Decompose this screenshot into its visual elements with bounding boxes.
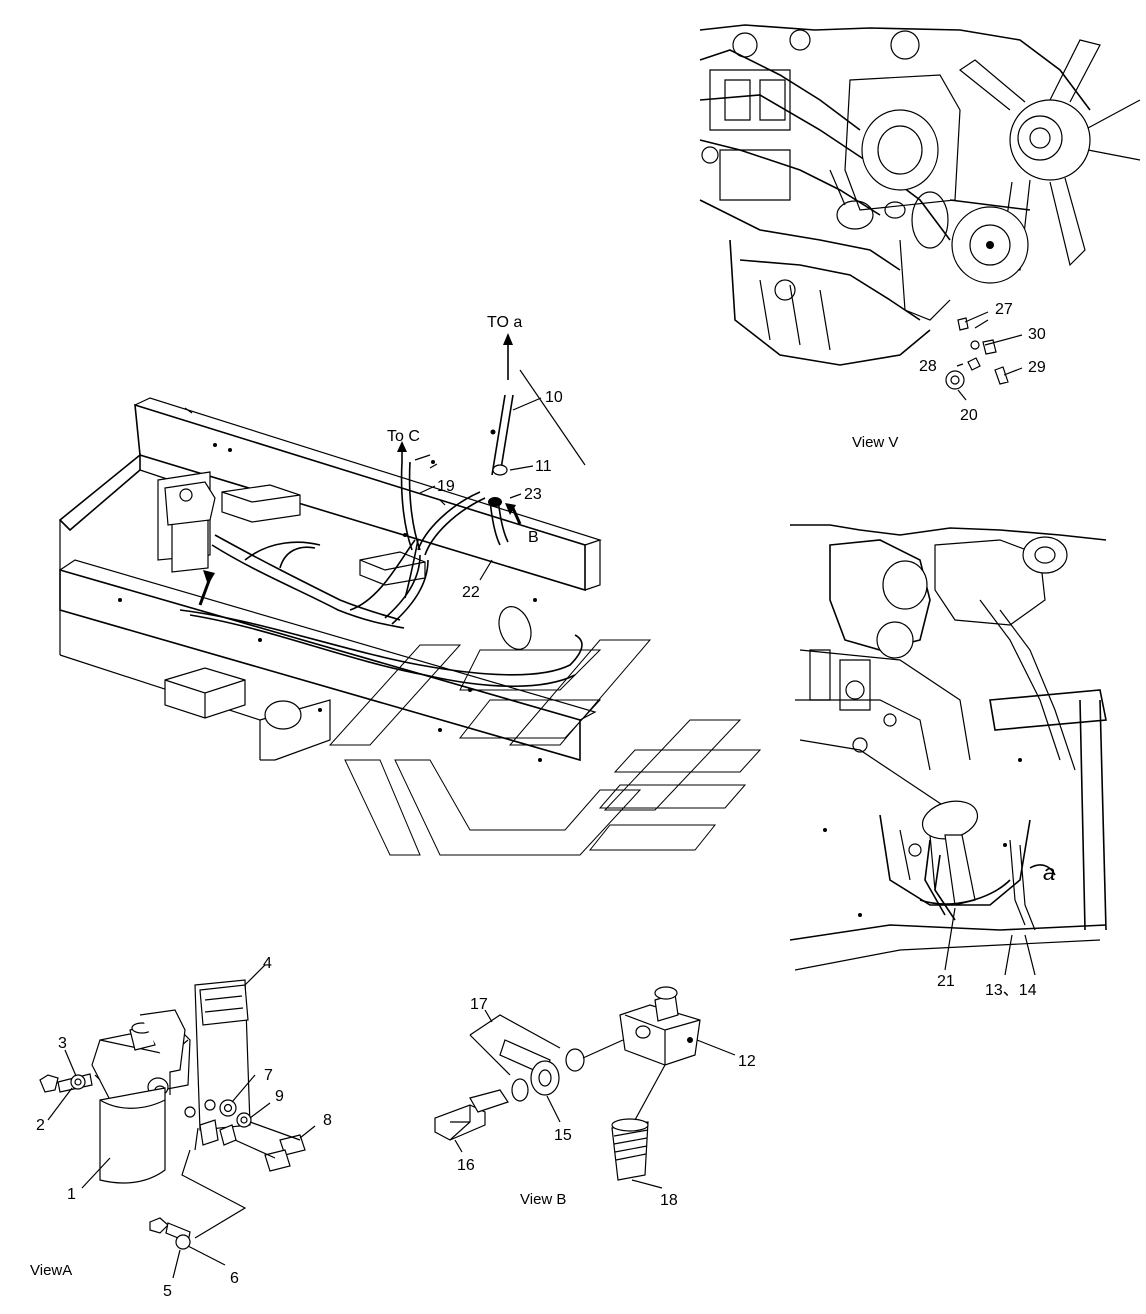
label-4: 4 xyxy=(263,955,272,972)
label-11: 11 xyxy=(535,458,552,475)
view-b-parts xyxy=(434,986,736,1189)
chassis-frame xyxy=(58,333,602,762)
label-17: 17 xyxy=(470,996,488,1013)
label-a: a xyxy=(1043,860,1055,885)
label-view-a: ViewA xyxy=(30,1262,72,1279)
part-labels: 10 11 19 22 23 B TO a To C 27 30 28 29 2… xyxy=(30,301,1055,1300)
label-28: 28 xyxy=(919,358,937,375)
engine-view-side xyxy=(789,524,1107,976)
label-20: 20 xyxy=(960,407,978,424)
label-27: 27 xyxy=(995,301,1013,318)
label-5: 5 xyxy=(163,1283,172,1300)
label-15: 15 xyxy=(554,1127,572,1144)
label-18: 18 xyxy=(660,1192,678,1209)
label-10: 10 xyxy=(545,389,563,406)
label-23: 23 xyxy=(524,486,542,503)
label-to-c: To C xyxy=(387,428,420,445)
view-a-parts xyxy=(39,964,316,1279)
label-13-14: 13、14 xyxy=(985,982,1037,999)
label-3: 3 xyxy=(58,1035,67,1052)
label-2: 2 xyxy=(36,1117,45,1134)
label-6: 6 xyxy=(230,1270,239,1287)
label-9: 9 xyxy=(275,1088,284,1105)
label-1: 1 xyxy=(67,1186,76,1203)
label-8: 8 xyxy=(323,1112,332,1129)
label-21: 21 xyxy=(937,973,955,990)
label-b: B xyxy=(528,529,539,546)
label-7: 7 xyxy=(264,1067,273,1084)
label-29: 29 xyxy=(1028,359,1046,376)
label-12: 12 xyxy=(738,1053,756,1070)
label-view-b: View B xyxy=(520,1191,566,1208)
label-16: 16 xyxy=(457,1157,475,1174)
label-30: 30 xyxy=(1028,326,1046,343)
label-19: 19 xyxy=(437,478,455,495)
label-22: 22 xyxy=(462,584,480,601)
watermark-logo xyxy=(328,639,762,856)
label-to-a: TO a xyxy=(487,314,522,331)
engine-view-v xyxy=(699,24,1141,401)
label-view-v: View V xyxy=(852,434,898,451)
